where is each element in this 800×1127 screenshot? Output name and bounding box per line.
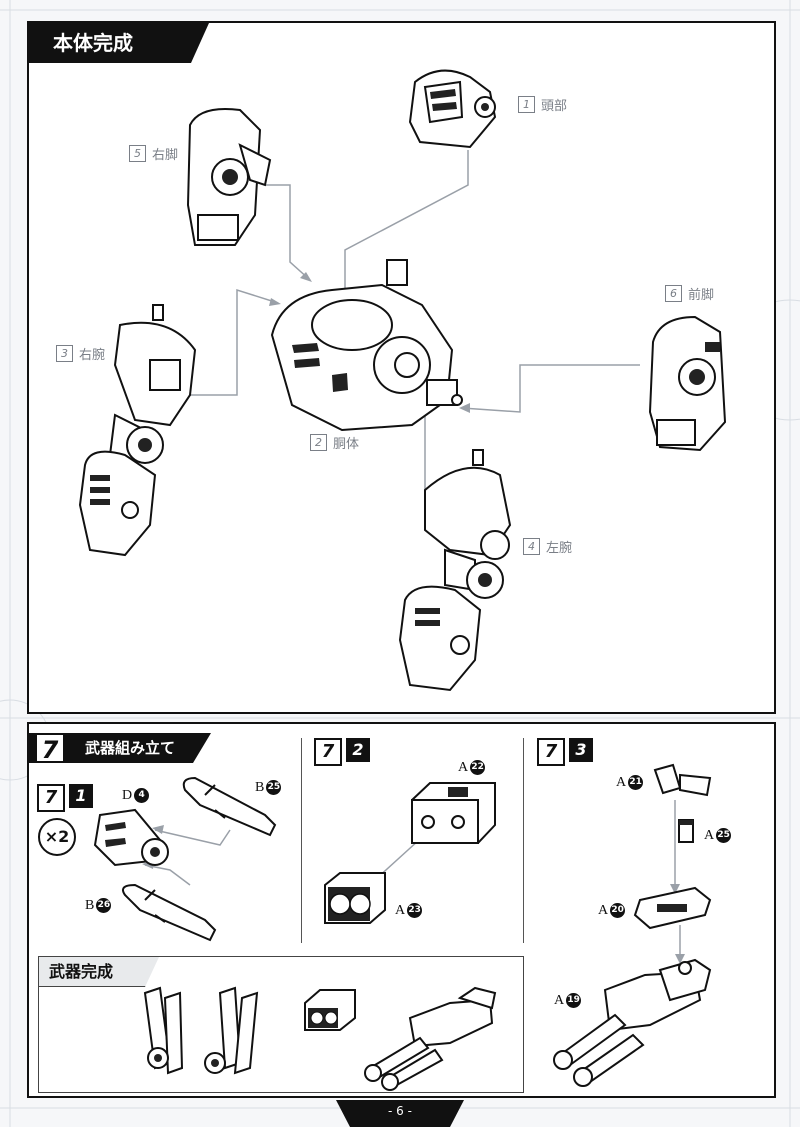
divider-1 [301, 738, 302, 943]
torso-part-illustration [270, 259, 463, 432]
code-number: 22 [470, 760, 486, 776]
part-number: 5 [129, 145, 146, 162]
part-name: 前脚 [688, 288, 715, 303]
part-label-right-arm: 3 右腕 [56, 344, 105, 363]
substep-7-2-sub: 2 [346, 738, 370, 762]
code-prefix: A [598, 903, 609, 918]
code-number: 4 [134, 788, 150, 804]
part-name: 胴体 [333, 437, 360, 452]
part-name: 右脚 [152, 148, 179, 163]
substep-7-1-number: 7 [37, 784, 65, 812]
part-number: 1 [518, 96, 535, 113]
weapons-complete-panel: 武器完成 [38, 956, 524, 1093]
part-number: 4 [523, 538, 540, 555]
code-number: 23 [407, 903, 423, 919]
part-name: 頭部 [541, 99, 568, 114]
code-number: 20 [610, 903, 626, 919]
page-number: - 6 - [336, 1100, 464, 1127]
left-arm-part-illustration [398, 449, 512, 692]
substep-7-2-number: 7 [314, 738, 342, 766]
part-label-left-arm: 4 左腕 [523, 537, 572, 556]
substep-7-3-number: 7 [537, 738, 565, 766]
divider-2 [523, 738, 524, 943]
part-number: 2 [310, 434, 327, 451]
code-prefix: B [85, 898, 95, 913]
code-number: 26 [96, 898, 112, 914]
part-label-right-leg: 5 右脚 [129, 144, 178, 163]
code-number: 25 [716, 828, 732, 844]
weapons-complete-title: 武器完成 [39, 957, 159, 987]
part-label-torso: 2 胴体 [310, 433, 359, 452]
step7-number: 7 [35, 733, 65, 764]
right-leg-part-illustration [186, 108, 272, 246]
code-number: 21 [628, 775, 644, 791]
right-arm-part-illustration [78, 304, 197, 557]
code-number: 19 [566, 993, 582, 1009]
code-prefix: B [255, 780, 265, 795]
part-number: 6 [665, 285, 682, 302]
weapons-complete-illustration [143, 986, 497, 1091]
code-prefix: D [122, 788, 133, 803]
part-number: 3 [56, 345, 73, 362]
part-label-front-leg: 6 前脚 [665, 284, 714, 303]
part-label-head: 1 頭部 [518, 95, 567, 114]
code-prefix: A [458, 760, 469, 775]
code-prefix: A [395, 903, 406, 918]
part-name: 左腕 [546, 541, 573, 556]
substep-7-1-illustration [93, 776, 277, 942]
code-number: 25 [266, 780, 282, 796]
code-prefix: A [616, 775, 627, 790]
substep-7-3-illustration [553, 763, 712, 1087]
part-name: 右腕 [79, 348, 106, 363]
head-part-illustration [408, 69, 497, 149]
code-prefix: A [554, 993, 565, 1008]
multiplier-badge: ×2 [38, 818, 76, 856]
front-leg-part-illustration [648, 315, 727, 452]
multiplier-text: ×2 [44, 827, 70, 846]
substep-7-2-illustration [324, 782, 496, 924]
substep-7-1-sub: 1 [69, 784, 93, 808]
step7-title: 武器組み立て [85, 739, 176, 757]
body-complete-title: 本体完成 [29, 23, 209, 63]
code-prefix: A [704, 828, 715, 843]
substep-7-3-sub: 3 [569, 738, 593, 762]
